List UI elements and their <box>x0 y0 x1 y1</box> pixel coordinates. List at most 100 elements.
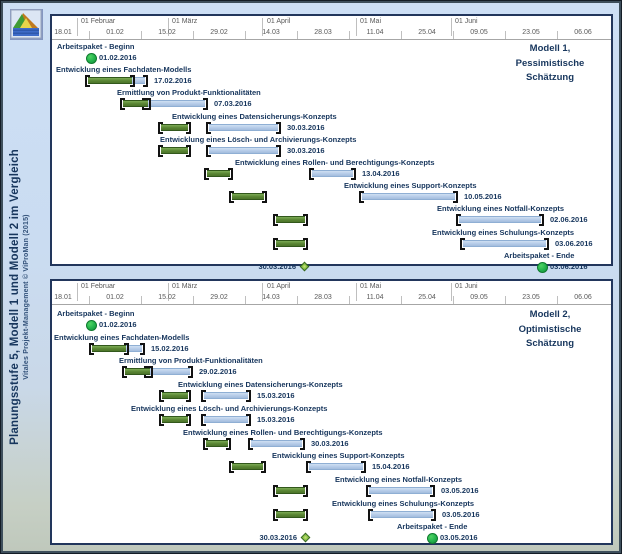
chart2-blue-bar-fill[interactable] <box>371 511 433 518</box>
chart2-tick-label: 25.04 <box>418 294 436 301</box>
chart1-green-bar-fill[interactable] <box>232 193 264 200</box>
chart2-task-label: Arbeitspaket - Ende <box>397 522 468 531</box>
chart1-blue-bar-fill[interactable] <box>459 216 541 223</box>
chart2-green-bar-bracket-right <box>148 366 153 378</box>
chart2-blue-bar-fill[interactable] <box>309 463 363 470</box>
chart1-green-bar-fill[interactable] <box>88 77 132 84</box>
chart1-blue-bar-bracket-left <box>206 122 211 134</box>
chart1-blue-bar-fill[interactable] <box>209 147 278 154</box>
chart2-end-date: 03.05.2016 <box>441 486 479 495</box>
chart1-month-sep <box>262 18 263 36</box>
chart1-tick-label: 06.06 <box>574 29 592 36</box>
chart2-blue-bar-bracket-left <box>201 414 206 426</box>
chart1-green-bar-fill[interactable] <box>276 216 305 223</box>
chart1-green-bar-bracket-left <box>229 191 234 203</box>
chart2-green-bar-bracket-left <box>159 414 164 426</box>
chart1-green-bar-fill[interactable] <box>207 170 230 177</box>
chart1-milestone-dot[interactable] <box>86 53 97 64</box>
chart2-month-sep <box>262 283 263 301</box>
chart2-month-sep <box>168 283 169 301</box>
chart2-end-date: 15.03.2016 <box>257 391 295 400</box>
chart2-month-label: 01 März <box>172 283 198 290</box>
chart2-blue-bar-bracket-right <box>188 366 193 378</box>
chart1-end-date: 10.05.2016 <box>464 192 502 201</box>
chart1-milestone-date: 01.02.2016 <box>99 53 137 62</box>
chart1-blue-bar-fill[interactable] <box>145 100 205 107</box>
chart1-blue-bar-fill[interactable] <box>463 240 546 247</box>
chart1-tick-sep <box>401 31 402 39</box>
chart2-blue-bar-fill[interactable] <box>204 392 248 399</box>
chart2-end-date: 15.03.2016 <box>257 415 295 424</box>
chart2-tick-label: 29.02 <box>210 294 228 301</box>
chart1-task-label: Entwicklung eines Support-Konzepts <box>344 181 477 190</box>
chart2-blue-bar-fill[interactable] <box>147 368 190 375</box>
chart2-blue-bar-bracket-right <box>430 485 435 497</box>
chart1-green-bar-bracket-right <box>186 145 191 157</box>
chart2-tick-sep <box>453 296 454 304</box>
chart1-green-bar-bracket-left <box>158 145 163 157</box>
chart1-month-label: 01 März <box>172 18 198 25</box>
chart2-tick-label: 28.03 <box>314 294 332 301</box>
chart2-green-bar-fill[interactable] <box>125 368 150 375</box>
chart2-blue-bar-fill[interactable] <box>251 440 302 447</box>
chart1-milestone-dot[interactable] <box>537 262 548 273</box>
chart1-panel <box>50 14 613 266</box>
chart1-green-bar-bracket-right <box>130 75 135 87</box>
chart2-axis-line <box>52 304 611 305</box>
chart1-blue-bar-fill[interactable] <box>209 124 278 131</box>
chart1-green-bar-fill[interactable] <box>161 124 188 131</box>
chart1-task-label: Entwicklung eines Fachdaten-Modells <box>56 65 192 74</box>
chart2-tick-label: 06.06 <box>574 294 592 301</box>
chart2-green-bar-fill[interactable] <box>206 440 228 447</box>
chart2-tick-label: 11.04 <box>366 294 384 301</box>
chart2-green-bar-bracket-left <box>203 438 208 450</box>
chart2-tick-sep <box>557 296 558 304</box>
chart1-green-bar-bracket-left <box>273 214 278 226</box>
chart2-blue-bar-bracket-right <box>300 438 305 450</box>
chart2-green-bar-fill[interactable] <box>92 345 126 352</box>
chart2-tick-sep <box>349 296 350 304</box>
chart2-blue-bar-fill[interactable] <box>369 487 432 494</box>
chart1-blue-bar-bracket-right <box>539 214 544 226</box>
chart1-tick-sep <box>89 31 90 39</box>
chart2-green-bar-fill[interactable] <box>232 463 263 470</box>
chart2-green-bar-fill[interactable] <box>276 487 305 494</box>
chart2-blue-bar-fill[interactable] <box>204 416 248 423</box>
chart2-end-date: 15.02.2016 <box>151 344 189 353</box>
chart2-milestone-dot[interactable] <box>427 533 438 544</box>
chart1-tick-label: 18.01 <box>54 29 72 36</box>
chart2-green-bar-bracket-right <box>186 414 191 426</box>
chart1-blue-bar-fill[interactable] <box>362 193 455 200</box>
chart1-tick-sep <box>505 31 506 39</box>
chart1-green-bar-fill[interactable] <box>123 100 148 107</box>
chart2-blue-bar-bracket-right <box>246 414 251 426</box>
chart2-month-label: 01 Februar <box>81 283 116 290</box>
chart1-green-bar-bracket-left <box>158 122 163 134</box>
chart2-milestone-dot[interactable] <box>86 320 97 331</box>
chart2-green-bar-bracket-right <box>261 461 266 473</box>
chart2-green-bar-fill[interactable] <box>162 416 188 423</box>
chart1-blue-bar-bracket-right <box>351 168 356 180</box>
chart1-green-bar-fill[interactable] <box>161 147 188 154</box>
chart1-task-label: Entwicklung eines Schulungs-Konzepts <box>432 228 575 237</box>
chart2-end-date: 15.04.2016 <box>372 462 410 471</box>
chart2-task-label: Entwicklung eines Schulungs-Konzepts <box>332 499 475 508</box>
chart1-tick-label: 23.05 <box>522 29 540 36</box>
chart1-tick-label: 01.02 <box>106 29 124 36</box>
chart2-tick-label: 09.05 <box>470 294 488 301</box>
chart1-green-bar-fill[interactable] <box>276 240 305 247</box>
chart1-end-date: 30.03.2016 <box>287 146 325 155</box>
chart1-title-line: Pessimistische <box>515 57 585 69</box>
chart1-blue-bar-fill[interactable] <box>312 170 353 177</box>
chart2-green-bar-fill[interactable] <box>276 511 305 518</box>
chart2-green-bar-bracket-left <box>229 461 234 473</box>
chart2-blue-bar-bracket-left <box>201 390 206 402</box>
chart1-month-sep <box>168 18 169 36</box>
chart1-green-bar-bracket-left <box>120 98 125 110</box>
chart2-green-bar-fill[interactable] <box>162 392 188 399</box>
chart2-task-label: Arbeitspaket - Beginn <box>57 309 135 318</box>
chart2-month-label: 01 Mai <box>360 283 382 290</box>
chart1-title-line: Schätzung <box>525 72 575 83</box>
